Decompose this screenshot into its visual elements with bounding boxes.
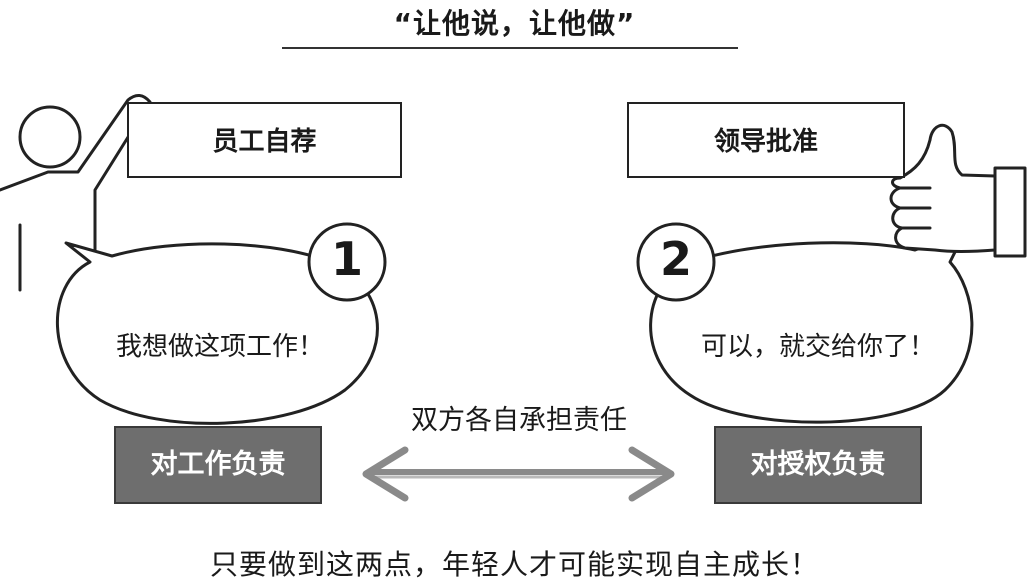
person-figure-icon xyxy=(0,94,152,292)
right-label-text: 领导批准 xyxy=(713,127,818,157)
right-responsibility-text: 对授权负责 xyxy=(750,449,886,480)
left-responsibility-text: 对工作负责 xyxy=(150,449,286,480)
left-responsibility-box: 对工作负责 xyxy=(114,426,322,504)
left-step-number: 1 xyxy=(330,232,363,286)
thumbs-up-icon xyxy=(889,123,1027,258)
right-speech-text: 可以，就交给你了！ xyxy=(700,332,935,362)
left-label-text: 员工自荐 xyxy=(212,127,317,157)
right-responsibility-box: 对授权负责 xyxy=(714,426,922,504)
left-label-box: 员工自荐 xyxy=(127,102,402,178)
right-label-box: 领导批准 xyxy=(627,102,905,178)
right-speech-bubble xyxy=(649,230,974,424)
right-step-number: 2 xyxy=(659,232,692,286)
page-title: “让他说，让他做” xyxy=(393,7,636,40)
title-underline xyxy=(282,47,738,49)
double-arrow-icon xyxy=(362,446,675,502)
left-speech-text: 我想做这项工作！ xyxy=(115,332,324,362)
left-speech-bubble xyxy=(56,241,379,425)
conclusion-text: 只要做到这两点，年轻人才可能实现自主成长！ xyxy=(209,548,819,581)
number-circle-1 xyxy=(307,222,387,302)
number-circle-2 xyxy=(636,222,716,302)
shared-responsibility-text: 双方各自承担责任 xyxy=(411,405,627,436)
